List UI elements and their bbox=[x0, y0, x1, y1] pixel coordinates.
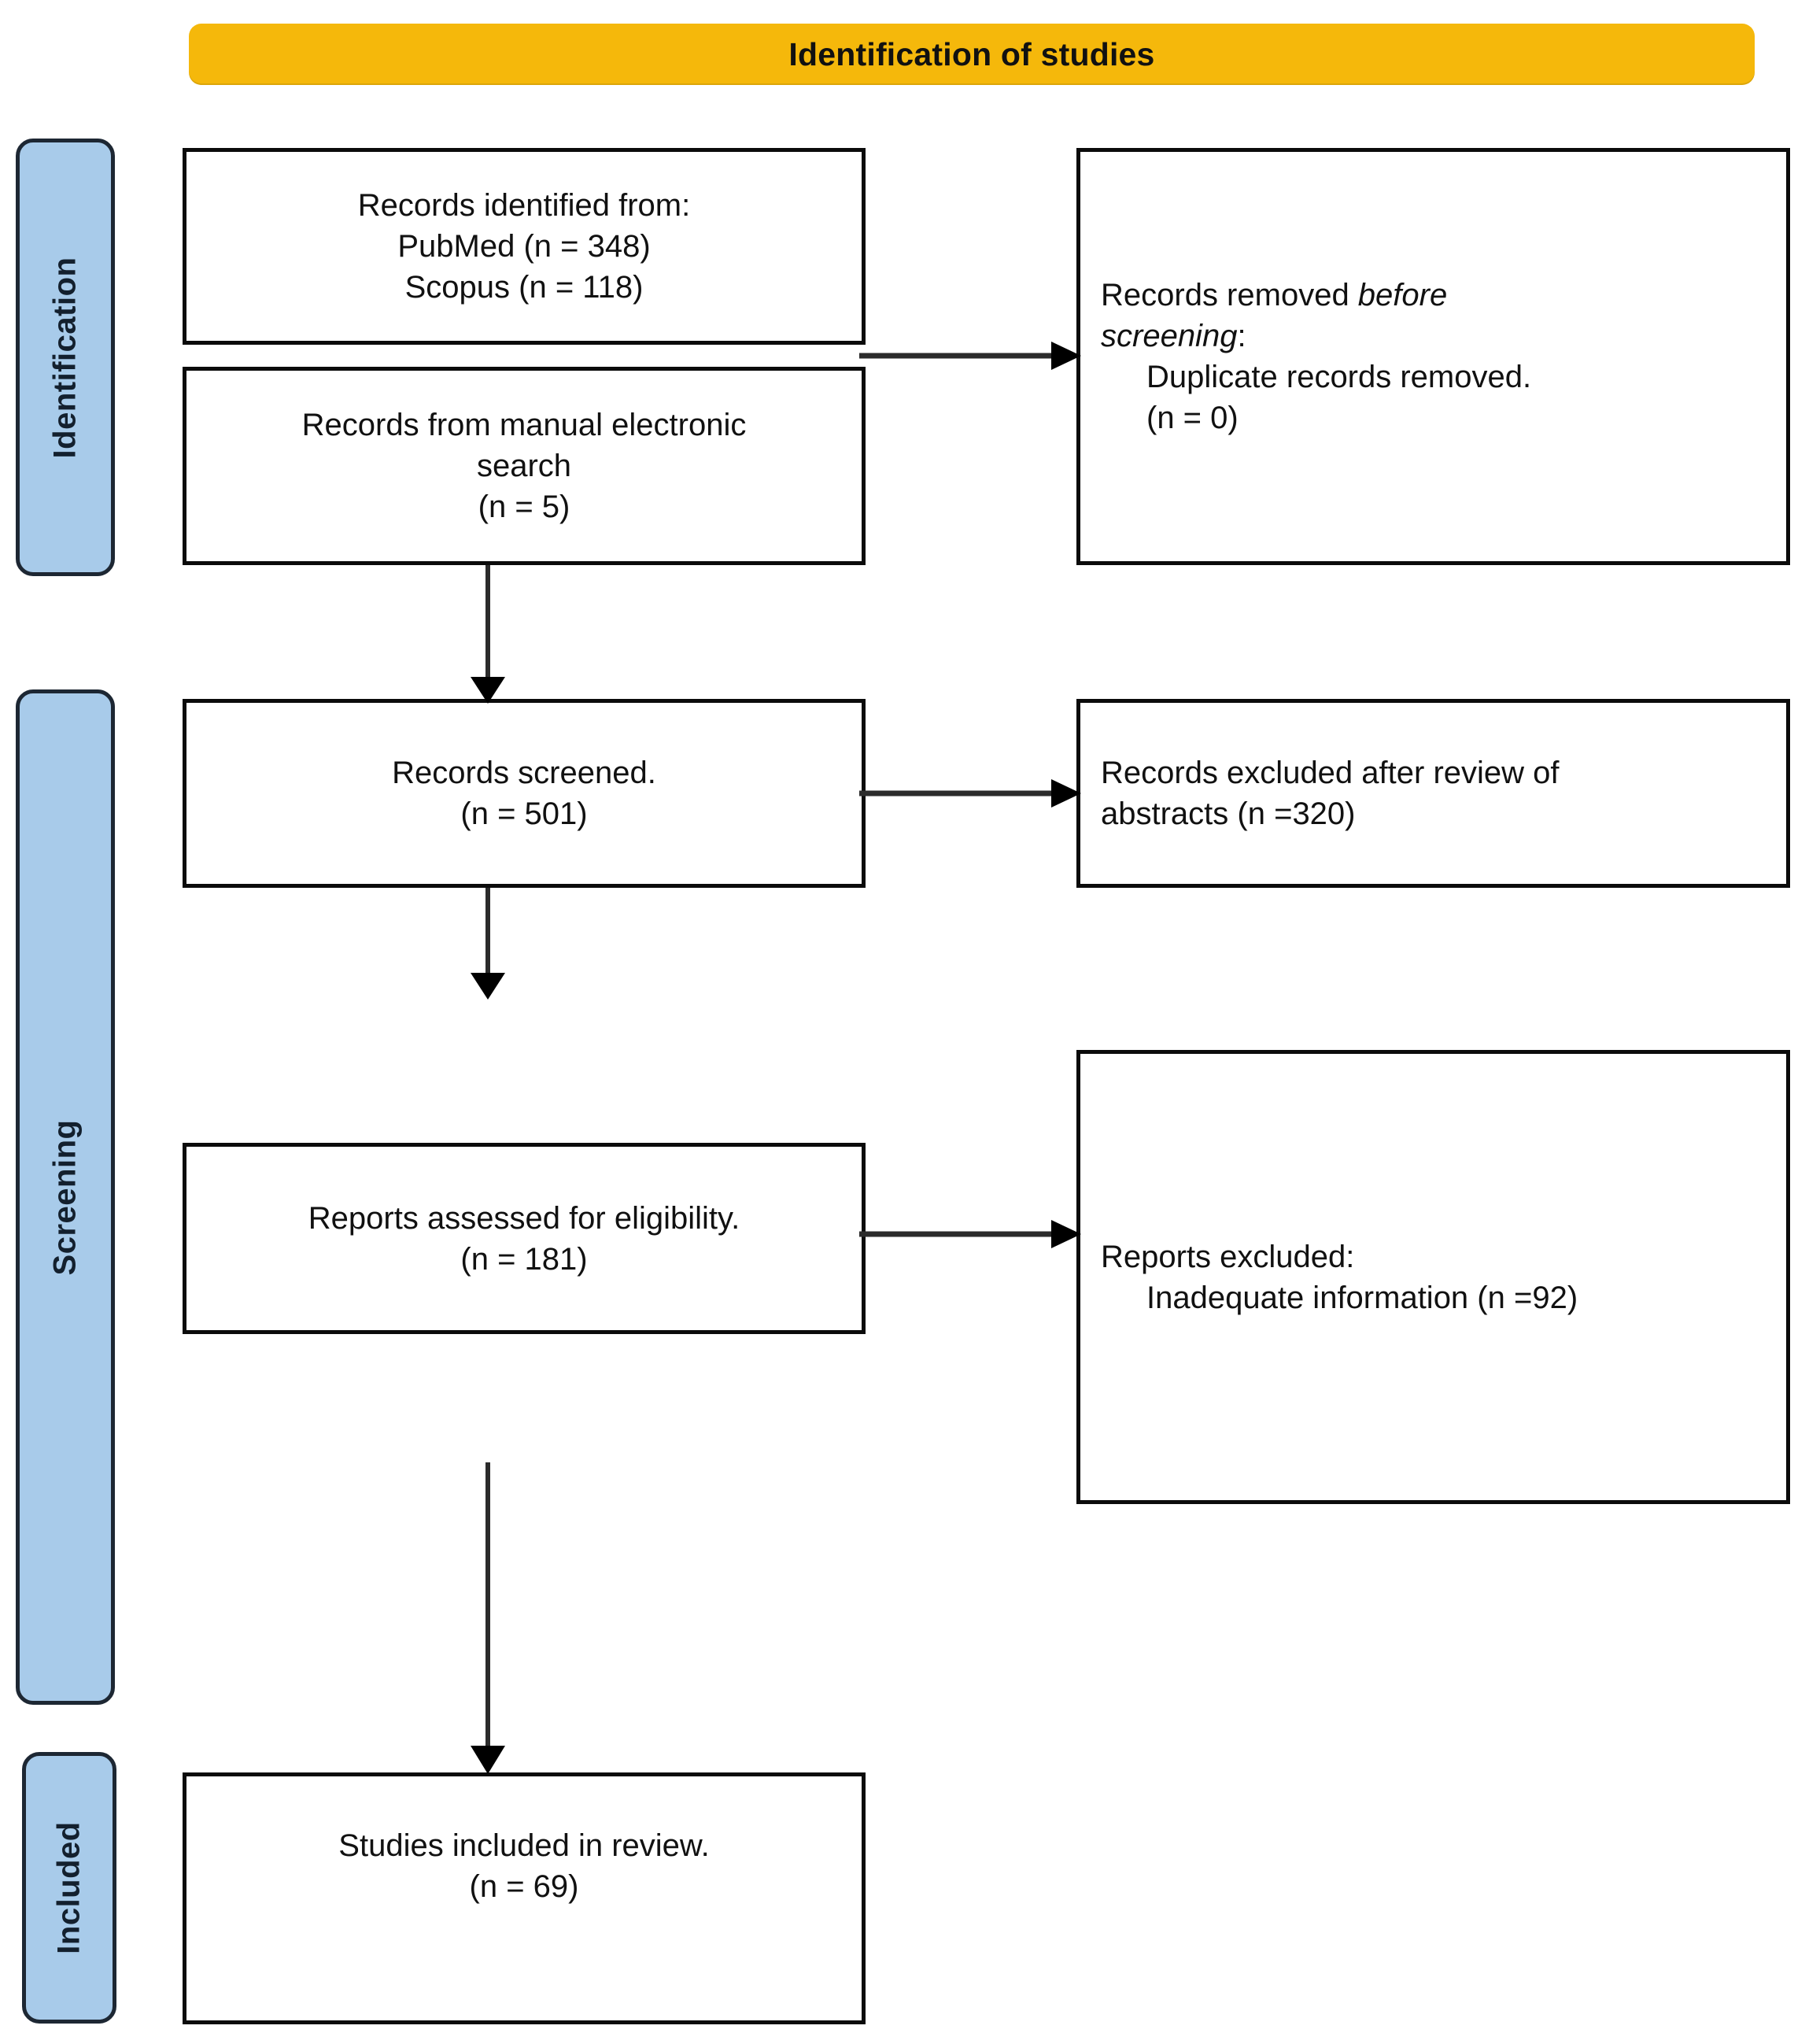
stage-label-screening: Screening bbox=[16, 689, 115, 1705]
arrow-eligibility-to-included bbox=[464, 1462, 511, 1774]
box-records-identified: Records identified from: PubMed (n = 348… bbox=[183, 148, 866, 345]
box-reports-excluded-line-1: Reports excluded: bbox=[1101, 1239, 1355, 1274]
stage-label-included-text: Included bbox=[51, 1821, 87, 1954]
box-records-excluded-abstracts-line-1: Records excluded after review of bbox=[1101, 756, 1560, 790]
arrow-identified-to-removed bbox=[858, 340, 1086, 371]
box-studies-included-review: Studies included in review. (n = 69) bbox=[183, 1772, 866, 2024]
box-records-removed-line-2-italic: screening bbox=[1101, 319, 1238, 353]
arrow-screened-to-eligibility bbox=[464, 888, 511, 1000]
box-records-removed-line-4: (n = 0) bbox=[1146, 401, 1239, 435]
box-records-manual-search-line-3: (n = 5) bbox=[478, 490, 570, 524]
header-banner: Identification of studies bbox=[189, 24, 1755, 85]
box-records-excluded-abstracts: Records excluded after review of abstrac… bbox=[1076, 699, 1790, 888]
box-records-identified-line-2: PubMed (n = 348) bbox=[397, 229, 651, 264]
stage-label-identification-text: Identification bbox=[47, 257, 83, 458]
box-records-removed-line-1: Records removed before bbox=[1101, 275, 1766, 316]
stage-label-included: Included bbox=[22, 1752, 116, 2024]
box-records-identified-line-1: Records identified from: bbox=[357, 188, 691, 223]
box-records-removed-line-2-plain: : bbox=[1237, 319, 1246, 353]
arrow-eligibility-to-reports-excluded bbox=[858, 1218, 1086, 1250]
box-reports-excluded-line-2: Inadequate information (n =92) bbox=[1146, 1280, 1578, 1315]
box-records-removed-line-3: Duplicate records removed. bbox=[1146, 360, 1532, 394]
box-records-screened-line-2: (n = 501) bbox=[460, 797, 588, 831]
stage-label-identification: Identification bbox=[16, 139, 115, 576]
box-reports-assessed-line-1: Reports assessed for eligibility. bbox=[308, 1200, 740, 1236]
box-records-removed-before-screening: Records removed before screening: Duplic… bbox=[1076, 148, 1790, 565]
arrow-manual-to-screened bbox=[464, 565, 511, 704]
box-studies-included-line-2: (n = 69) bbox=[469, 1869, 579, 1904]
box-reports-assessed-eligibility: Reports assessed for eligibility. (n = 1… bbox=[183, 1143, 866, 1334]
box-reports-excluded: Reports excluded: Inadequate information… bbox=[1076, 1050, 1790, 1504]
box-records-manual-search-line-2: search bbox=[476, 449, 572, 483]
box-records-excluded-abstracts-line-2: abstracts (n =320) bbox=[1101, 797, 1356, 831]
arrow-screened-to-excluded bbox=[858, 778, 1086, 809]
box-records-screened-line-1: Records screened. bbox=[392, 756, 656, 790]
box-records-manual-search-line-1: Records from manual electronic bbox=[301, 408, 747, 442]
box-reports-assessed-line-2: (n = 181) bbox=[460, 1241, 588, 1277]
box-records-screened: Records screened. (n = 501) bbox=[183, 699, 866, 888]
page-title: Identification of studies bbox=[788, 35, 1155, 72]
box-records-manual-search: Records from manual electronic search (n… bbox=[183, 367, 866, 565]
box-records-removed-line-2: screening: bbox=[1101, 316, 1766, 357]
box-records-identified-line-3: Scopus (n = 118) bbox=[404, 270, 644, 305]
stage-label-screening-text: Screening bbox=[47, 1119, 83, 1275]
box-records-removed-line-1-italic: before bbox=[1357, 278, 1448, 312]
box-studies-included-line-1: Studies included in review. bbox=[338, 1828, 710, 1863]
box-records-removed-line-1-plain: Records removed bbox=[1101, 278, 1358, 312]
